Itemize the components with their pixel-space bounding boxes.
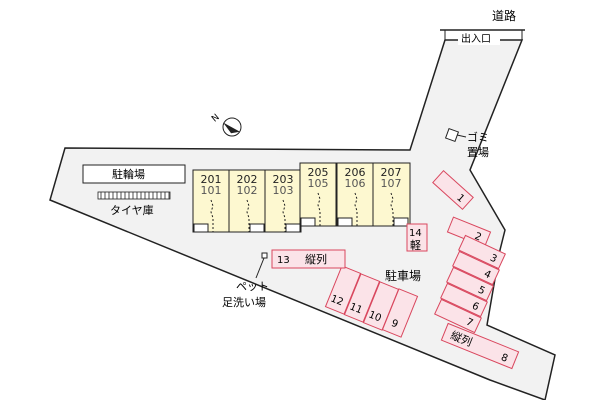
parking-space-8: 縦列8: [440, 322, 520, 370]
unit-number: 102: [237, 184, 258, 197]
svg-text:10: 10: [367, 309, 383, 324]
pet-label-2: 足洗い場: [222, 296, 266, 309]
svg-text:縦列: 縦列: [305, 252, 327, 266]
north-arrow-icon: N: [210, 113, 242, 137]
bicycle-parking-label: 駐輪場: [112, 167, 145, 181]
parking-label: 駐車場: [385, 268, 421, 283]
pet-label: ペット: [236, 280, 269, 293]
unit-number: 103: [273, 184, 294, 197]
parking-space-12: 12: [324, 265, 362, 315]
unit-number: 205: [308, 166, 329, 179]
tire-storage-label: タイヤ庫: [110, 203, 154, 217]
svg-text:11: 11: [348, 301, 364, 316]
parking-space-13: 13 縦列: [271, 249, 346, 269]
parking-space-1: 1: [432, 169, 474, 211]
svg-text:9: 9: [390, 318, 400, 331]
svg-text:8: 8: [499, 352, 509, 365]
svg-text:N: N: [210, 113, 222, 125]
parking-space-5: 5: [446, 266, 494, 302]
svg-text:2: 2: [473, 231, 483, 244]
unit-number: 101: [201, 184, 222, 197]
parking-space-3: 3: [458, 234, 506, 270]
unit-number: 202: [237, 173, 258, 186]
parking-space-6: 6: [440, 282, 488, 318]
parking-space-14: 14軽: [406, 223, 428, 252]
unit-number: 106: [345, 177, 366, 190]
bicycle-parking: [82, 164, 186, 184]
unit-number: 203: [273, 173, 294, 186]
svg-text:軽: 軽: [410, 239, 421, 252]
pet-wash-icon: [261, 252, 268, 259]
unit-number: 107: [381, 177, 402, 190]
garbage-label-2: 置場: [467, 146, 489, 159]
unit-number: 105: [308, 177, 329, 190]
svg-text:5: 5: [476, 285, 486, 298]
svg-text:3: 3: [488, 253, 498, 266]
parking-space-4: 4: [452, 250, 500, 286]
parking-space-10: 10: [362, 281, 400, 331]
garbage-label: ゴミ: [467, 130, 489, 144]
road-label: 道路: [492, 8, 516, 23]
svg-text:13: 13: [277, 255, 290, 266]
svg-text:12: 12: [329, 293, 345, 308]
parking-space-7: 7: [434, 298, 482, 334]
entrance-label: 出入口: [461, 32, 491, 45]
svg-text:6: 6: [470, 301, 480, 314]
garbage-icon: [444, 127, 460, 143]
unit-number: 207: [381, 166, 402, 179]
parking-space-11: 11: [343, 273, 381, 323]
unit-number: 201: [201, 173, 222, 186]
tire-storage: [97, 191, 171, 200]
unit-number: 206: [345, 166, 366, 179]
parking-space-9: 9: [381, 288, 419, 338]
svg-text:4: 4: [482, 269, 492, 282]
svg-text:14: 14: [409, 228, 422, 239]
svg-text:7: 7: [464, 317, 474, 330]
